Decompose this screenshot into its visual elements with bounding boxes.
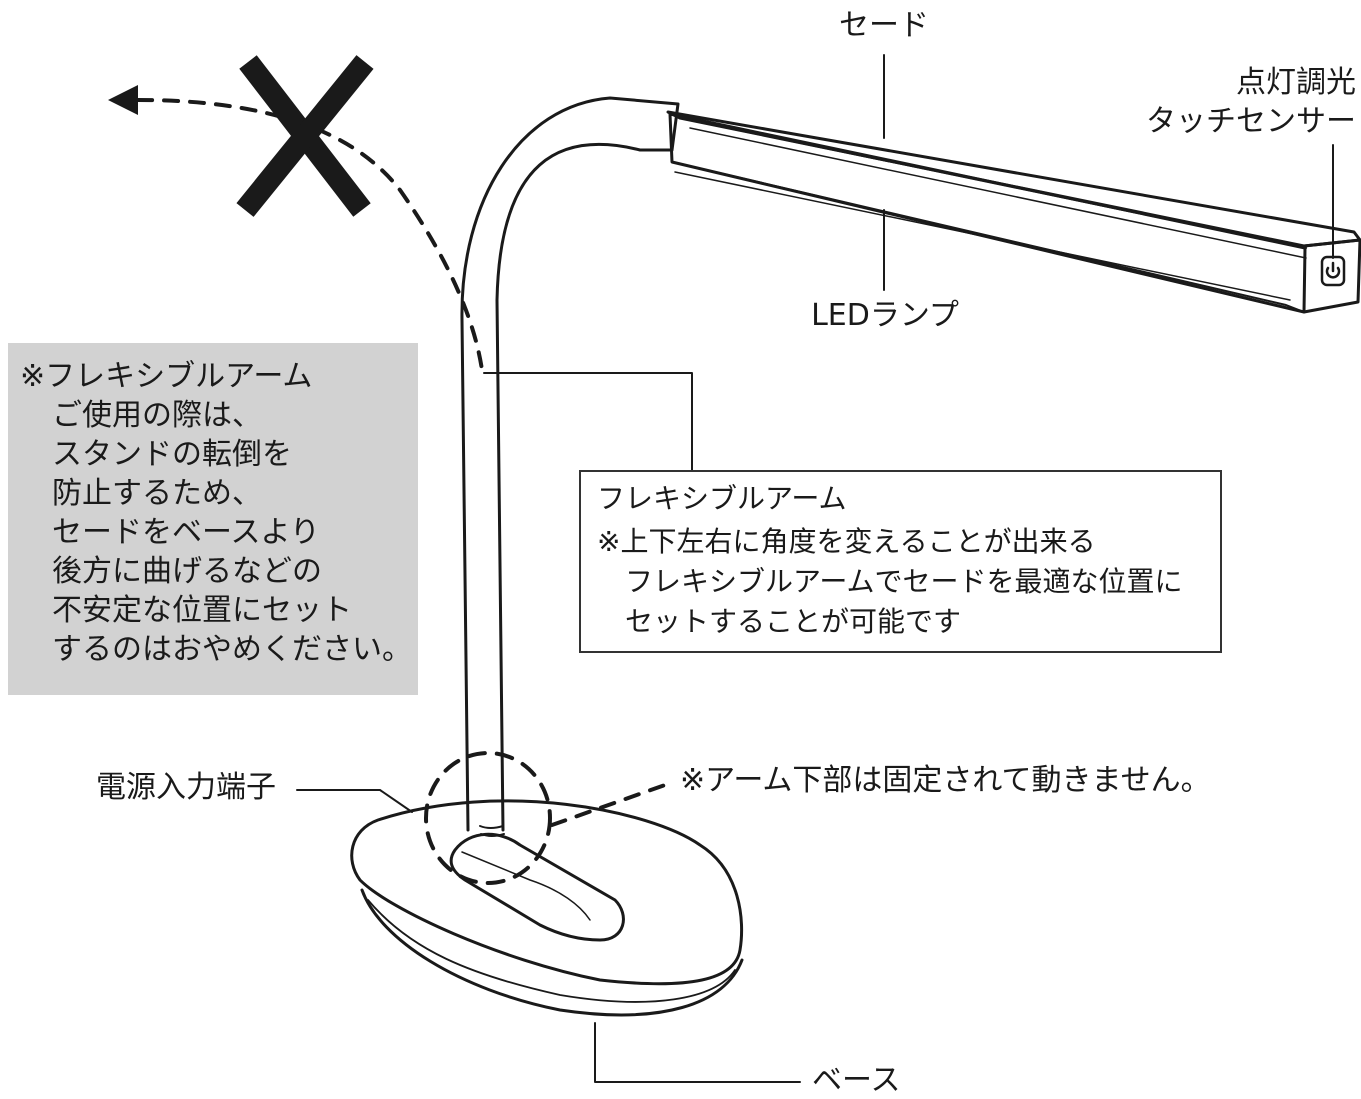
flexible-arm [460,96,680,832]
power-terminal-label: 電源入力端子 [96,770,276,805]
led-lamp-label: LEDランプ [811,298,959,333]
warning-line: 防止するため、 [52,476,262,511]
info-line: ※上下左右に角度を変えることが出来る [597,525,1096,558]
warning-line: スタンドの転倒を [52,437,292,472]
arm-leader [483,372,693,471]
fixed-note-leader [550,783,667,827]
warning-line: ご使用の際は、 [52,398,262,433]
power-icon [1325,261,1341,279]
info-box: フレキシブルアーム ※上下左右に角度を変えることが出来る フレキシブルアームでセ… [579,470,1222,653]
info-line: セットすることが可能です [625,605,962,638]
warning-line: 後方に曲げるなどの [52,554,322,589]
fixed-area-circle [424,751,552,885]
warning-line: セードをベースより [52,515,320,550]
arm-fixed-note: ※アーム下部は固定されて動きません。 [680,763,1211,798]
arrow-left-icon [108,85,138,115]
warning-line: ※フレキシブルアーム [20,359,313,394]
warning-line: 不安定な位置にセット [52,593,352,628]
base [350,799,744,1017]
touch-sensor-label-line2: タッチセンサー [1146,104,1356,139]
touch-sensor-label-line1: 点灯調光 [1236,65,1356,100]
shade [666,110,1361,314]
info-line: フレキシブルアームでセードを最適な位置に [625,565,1183,598]
x-mark-icon [236,55,374,217]
base-label: ベース [812,1063,901,1098]
base-leader [594,1022,801,1083]
prohibited-motion-path [136,98,484,372]
info-title: フレキシブルアーム [597,482,847,515]
power-leader [296,789,413,813]
warning-box: ※フレキシブルアーム ご使用の際は、 スタンドの転倒を 防止するため、 セードを… [8,343,418,695]
shade-label: セード [839,8,929,43]
warning-line: するのはおやめください。 [52,632,412,667]
